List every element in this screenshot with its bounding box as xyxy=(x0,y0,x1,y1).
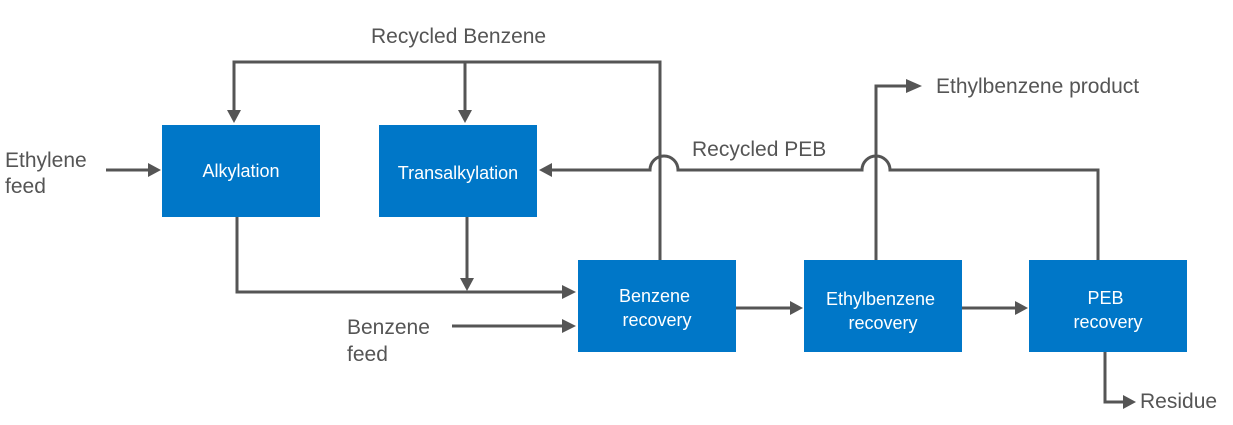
benzene-feed-line-2: feed xyxy=(347,343,388,366)
arrowhead-ethylene-feed xyxy=(148,163,161,177)
ethylene-feed-line-1: Ethylene xyxy=(5,149,87,172)
peb-recovery-label-line-2: recovery xyxy=(1073,312,1142,332)
svg-text:Alkylation: Alkylation xyxy=(202,161,279,181)
recycled-benzene-line xyxy=(232,60,662,260)
benzene-recovery-label-line-1: Benzene xyxy=(619,286,690,306)
svg-text:PEB recovery: PEB recovery xyxy=(1073,288,1142,332)
ethylbenzene-recovery-label-line-1: Ethylbenzene xyxy=(826,289,935,309)
arrowhead-recycled-peb xyxy=(539,163,552,177)
residue-label: Residue xyxy=(1140,390,1217,413)
arrowhead-recycled-benzene-alkylation xyxy=(227,110,241,123)
transalkylation-label: Transalkylation xyxy=(398,163,518,183)
arrowhead-alkylation-outlet xyxy=(562,285,576,299)
arrowhead-benzene-feed xyxy=(562,319,576,333)
transalkylation-box: Transalkylation xyxy=(379,125,537,217)
arrowhead-residue xyxy=(1123,395,1136,409)
arrowhead-recycled-benzene-transalkylation xyxy=(458,110,472,123)
benzene-recovery-box: Benzene recovery xyxy=(578,260,736,352)
recycled-peb-text: Recycled PEB xyxy=(692,138,826,161)
alkylation-outlet-line xyxy=(235,217,562,294)
recycled-benzene-text: Recycled Benzene xyxy=(371,25,546,48)
ethylene-feed-label: Ethylene feed xyxy=(5,149,93,198)
ethylbenzene-product-line xyxy=(874,84,906,260)
arrowhead-to-ethylbenzene-recovery xyxy=(790,301,803,315)
arrowheads xyxy=(148,79,1136,409)
recycled-benzene-label: Recycled Benzene xyxy=(371,25,546,48)
ethylbenzene-product-text: Ethylbenzene product xyxy=(936,75,1139,98)
ethylene-feed-line-2: feed xyxy=(5,175,46,198)
ethylbenzene-recovery-box: Ethylbenzene recovery xyxy=(804,260,962,352)
arrowhead-to-peb-recovery xyxy=(1015,301,1028,315)
recycled-peb-line xyxy=(552,154,1100,260)
alkylation-box: Alkylation xyxy=(162,125,320,217)
alkylation-label: Alkylation xyxy=(202,161,279,181)
svg-text:Transalkylation: Transalkylation xyxy=(398,163,518,183)
svg-text:Ethylbenzene recovery: Ethylbenzene recovery xyxy=(826,289,940,333)
residue-text: Residue xyxy=(1140,390,1217,413)
svg-text:Benzene recovery: Benzene recovery xyxy=(619,286,695,330)
arrowhead-ethylbenzene-product xyxy=(906,79,922,93)
arrowhead-transalkylation-outlet xyxy=(460,278,474,291)
benzene-feed-line-1: Benzene xyxy=(347,316,430,339)
benzene-feed-label: Benzene feed xyxy=(347,316,436,366)
residue-line xyxy=(1103,352,1123,404)
benzene-recovery-label-line-2: recovery xyxy=(622,310,691,330)
peb-recovery-box: PEB recovery xyxy=(1029,260,1187,352)
recycled-peb-label: Recycled PEB xyxy=(692,138,826,161)
ethylbenzene-recovery-label-line-2: recovery xyxy=(848,313,917,333)
peb-recovery-label-line-1: PEB xyxy=(1087,288,1123,308)
ethylbenzene-product-label: Ethylbenzene product xyxy=(936,75,1139,98)
flow-lines xyxy=(106,60,1123,404)
